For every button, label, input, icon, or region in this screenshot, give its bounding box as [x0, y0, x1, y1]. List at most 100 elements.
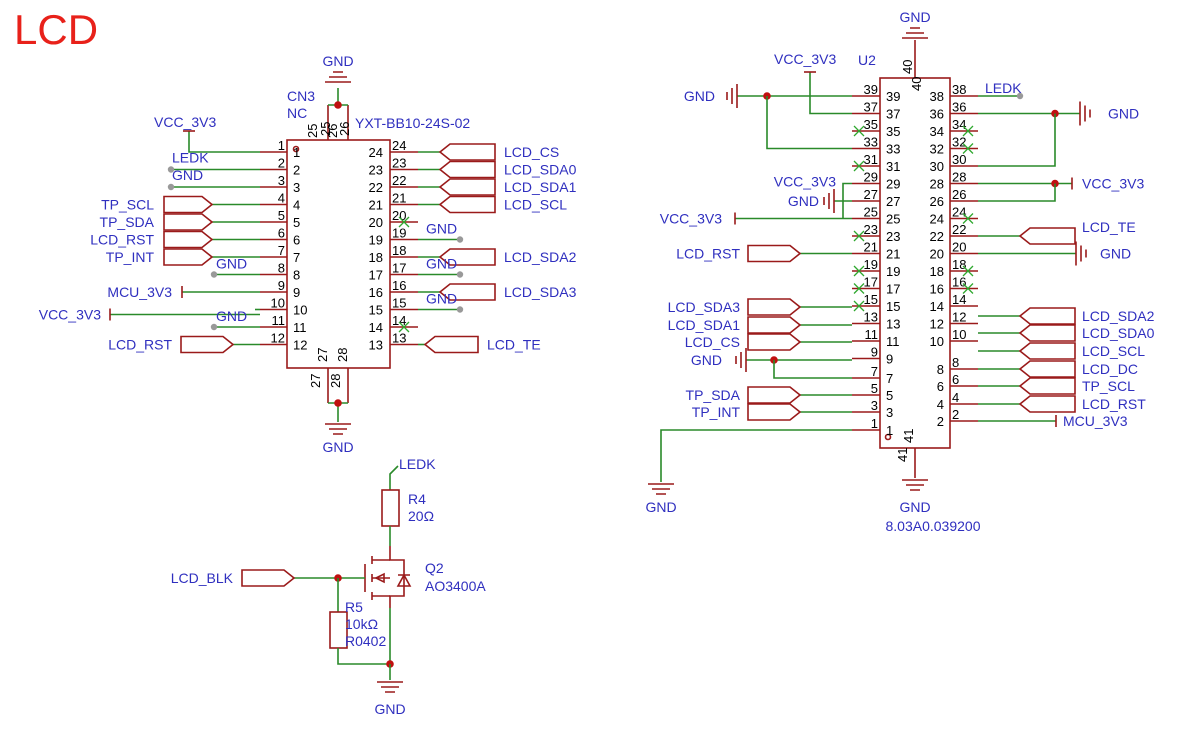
- pin-number: 1: [278, 138, 285, 153]
- pin-number: 4: [952, 390, 959, 405]
- pin-number: 40: [900, 60, 915, 74]
- net-label: LCD_DC: [1082, 361, 1138, 377]
- pin-number: 22: [392, 173, 406, 188]
- ground-label: GND: [645, 499, 676, 515]
- net-label: LCD_SCL: [504, 197, 567, 213]
- pin-number: 1: [293, 145, 300, 160]
- ground-label: GND: [899, 499, 930, 515]
- net-label: LCD_RST: [108, 337, 172, 353]
- junction-dot: [334, 399, 342, 407]
- pin-number: 4: [293, 198, 300, 213]
- pin-number: 14: [369, 320, 383, 335]
- pin-number: 9: [293, 285, 300, 300]
- pin-number: 27: [864, 187, 878, 202]
- net-port: [1018, 342, 1076, 360]
- pin-number: 3: [293, 180, 300, 195]
- pin-number: 7: [278, 243, 285, 258]
- pin-number: 18: [369, 250, 383, 265]
- pin-number: 5: [886, 388, 893, 403]
- pin-number: 41: [901, 429, 916, 443]
- net-port: [1018, 377, 1076, 395]
- net-port: [180, 335, 235, 354]
- pin-number: 20: [930, 247, 944, 262]
- pin-number: 5: [871, 381, 878, 396]
- net-port: [1018, 395, 1076, 413]
- pin-number: 3: [278, 173, 285, 188]
- net-label: LCD_CS: [685, 334, 740, 350]
- pin-number: 9: [886, 352, 893, 367]
- pin-number: 22: [952, 222, 966, 237]
- no-connect-icon: [853, 300, 865, 312]
- pin-number: 4: [278, 191, 285, 206]
- no-connect-icon: [962, 125, 974, 137]
- pin-number: 29: [886, 177, 900, 192]
- net-port: [163, 230, 214, 249]
- net-label: GND: [216, 256, 247, 272]
- no-connect-icon: [853, 265, 865, 277]
- net-label: GND: [691, 352, 722, 368]
- net-port: [747, 333, 802, 351]
- pin-number: 23: [392, 156, 406, 171]
- pin-number: 19: [392, 226, 406, 241]
- pin-number: 23: [369, 163, 383, 178]
- wire: [660, 429, 852, 482]
- pin-number: 21: [864, 240, 878, 255]
- pin-number: 7: [293, 250, 300, 265]
- net-label: LCD_SCL: [1082, 343, 1145, 359]
- pin-number: 28: [335, 348, 350, 362]
- net-label: MCU_3V3: [1063, 413, 1128, 429]
- net-port: [163, 248, 214, 266]
- net-label: GND: [426, 291, 457, 307]
- pin-number: 2: [278, 156, 285, 171]
- pin-number: 20: [952, 240, 966, 255]
- pin-number: 8: [293, 268, 300, 283]
- net-label: GND: [426, 256, 457, 272]
- pin-number: 41: [895, 448, 910, 462]
- net-label: LCD_BLK: [171, 570, 234, 586]
- no-connect-icon: [398, 321, 410, 333]
- pin-number: 6: [278, 226, 285, 241]
- net-label: LCD_SDA3: [504, 284, 577, 300]
- no-connect-icon: [853, 230, 865, 242]
- net-label: LCD_SDA3: [668, 299, 741, 315]
- pin-number: 28: [952, 170, 966, 185]
- pin-number: 26: [325, 124, 340, 138]
- ground-icon: [648, 483, 674, 495]
- pin-number: 8: [952, 355, 959, 370]
- pin-number: 24: [369, 145, 383, 160]
- pin-number: 14: [930, 299, 944, 314]
- ground-icon: [325, 71, 351, 83]
- pin-number: 10: [293, 303, 307, 318]
- pin-number: 25: [864, 205, 878, 220]
- net-label: LCD_RST: [1082, 396, 1146, 412]
- net-label: VCC_3V3: [660, 211, 722, 227]
- pin-number: 9: [278, 278, 285, 293]
- pin-number: 32: [930, 142, 944, 157]
- diode-icon: [396, 573, 412, 587]
- pin-number: 34: [930, 124, 944, 139]
- net-port: [423, 335, 479, 354]
- pin-number: 38: [952, 82, 966, 97]
- net-port: [1018, 324, 1076, 342]
- wire: [389, 465, 399, 490]
- pin-number: 39: [886, 89, 900, 104]
- pin-number: 31: [864, 152, 878, 167]
- net-label: VCC_3V3: [154, 114, 216, 130]
- pin-number: 31: [886, 159, 900, 174]
- pin-number: 21: [369, 198, 383, 213]
- pin-number: 15: [886, 299, 900, 314]
- wire: [337, 648, 390, 665]
- pin-number: 19: [864, 257, 878, 272]
- pin1-marker: [292, 145, 300, 153]
- pin-number: 15: [392, 296, 406, 311]
- no-connect-icon: [962, 265, 974, 277]
- pin-number: 11: [272, 313, 286, 328]
- pin-number: 13: [369, 338, 383, 353]
- pin-number: 13: [864, 310, 878, 325]
- wire: [809, 72, 852, 115]
- pin-number: 25: [305, 124, 320, 138]
- component-ref: R5: [345, 599, 363, 615]
- ground-label: GND: [374, 701, 405, 717]
- resistor-r4: [381, 489, 400, 527]
